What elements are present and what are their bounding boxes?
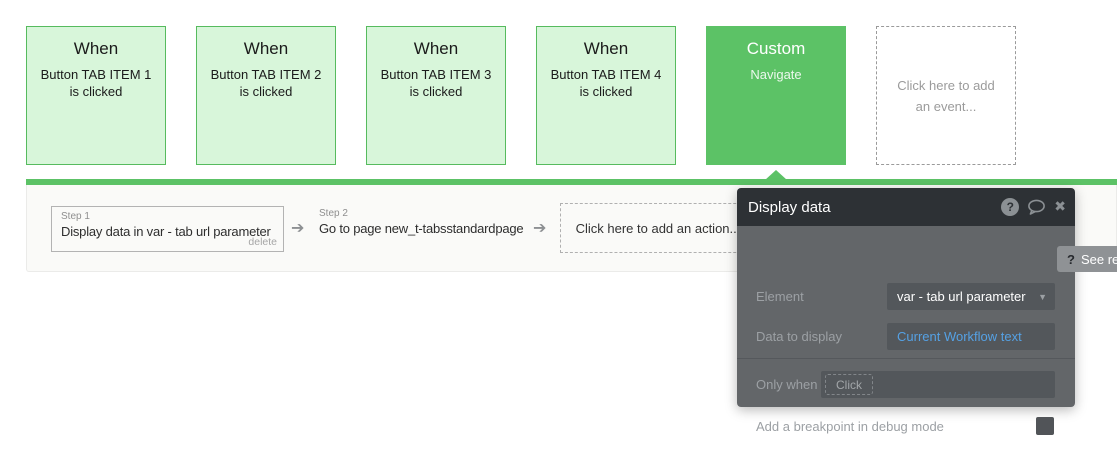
add-event-card[interactable]: Click here to add an event... <box>876 26 1016 165</box>
display-data-popup: Display data ? ✖ Element var - tab url p… <box>737 188 1075 435</box>
add-event-placeholder: Click here to add an event... <box>897 77 995 114</box>
event-card-when-4[interactable]: When Button TAB ITEM 4 is clicked <box>536 26 676 165</box>
only-when-placeholder-chip: Click <box>825 374 873 395</box>
selected-event-pointer <box>765 170 787 180</box>
data-to-display-box[interactable]: Current Workflow text <box>887 323 1055 350</box>
event-card-when-2[interactable]: When Button TAB ITEM 2 is clicked <box>196 26 336 165</box>
element-dropdown[interactable]: var - tab url parameter ▼ <box>887 283 1055 310</box>
data-to-display-value[interactable]: Current Workflow text <box>897 329 1022 344</box>
event-title: When <box>583 39 629 58</box>
event-subtitle: Button TAB ITEM 2 is clicked <box>210 67 322 99</box>
workflow-timeline-bar <box>26 179 1117 185</box>
event-title: When <box>243 39 289 58</box>
only-when-label: Only when <box>756 377 818 392</box>
element-field-label: Element <box>756 289 804 304</box>
add-action-placeholder: Click here to add an action... <box>575 220 741 236</box>
popup-header: Display data ? ✖ <box>737 188 1075 226</box>
breakpoint-label: Add a breakpoint in debug mode <box>756 419 944 434</box>
event-title: When <box>413 39 459 58</box>
flow-arrow-icon: ➔ <box>291 218 305 237</box>
event-card-when-1[interactable]: When Button TAB ITEM 1 is clicked <box>26 26 166 165</box>
step-2-card[interactable]: Step 2 Go to page new_t-tabsstandardpage <box>319 208 524 236</box>
popup-title: Display data <box>748 198 831 216</box>
step-label: Step 1 <box>61 211 90 222</box>
event-title: When <box>73 39 119 58</box>
event-card-when-3[interactable]: When Button TAB ITEM 3 is clicked <box>366 26 506 165</box>
flow-arrow-icon: ➔ <box>533 218 547 237</box>
event-subtitle: Button TAB ITEM 1 is clicked <box>40 67 152 99</box>
event-subtitle: Navigate <box>750 67 802 82</box>
event-title: Custom <box>746 39 806 58</box>
see-reference-button[interactable]: ? See refe <box>1057 246 1117 272</box>
data-to-display-label: Data to display <box>756 329 842 344</box>
event-subtitle: Button TAB ITEM 4 is clicked <box>550 67 662 99</box>
see-reference-label: See refe <box>1080 251 1117 267</box>
popup-body: Element var - tab url parameter ▼ Data t… <box>737 226 1075 435</box>
delete-step-link[interactable]: delete <box>248 236 277 248</box>
help-icon[interactable]: ? <box>1001 198 1020 216</box>
event-card-custom-selected[interactable]: Custom Navigate <box>706 26 846 165</box>
close-icon[interactable]: ✖ <box>1054 199 1066 215</box>
step-action-text: Go to page new_t-tabsstandardpage <box>319 221 524 236</box>
step-1-card[interactable]: Step 1 Display data in var - tab url par… <box>51 206 284 252</box>
question-mark-icon: ? <box>1067 251 1075 267</box>
comment-icon[interactable] <box>1027 199 1046 215</box>
element-dropdown-value: var - tab url parameter <box>897 289 1026 304</box>
event-subtitle: Button TAB ITEM 3 is clicked <box>380 67 492 99</box>
only-when-input[interactable]: Click <box>821 371 1055 398</box>
chevron-down-icon: ▼ <box>1038 291 1047 302</box>
breakpoint-checkbox[interactable] <box>1036 417 1054 435</box>
step-action-text: Display data in var - tab url parameter <box>61 224 271 239</box>
popup-section-divider <box>737 358 1075 359</box>
add-action-box[interactable]: Click here to add an action... <box>560 203 756 253</box>
step-label: Step 2 <box>319 208 348 219</box>
